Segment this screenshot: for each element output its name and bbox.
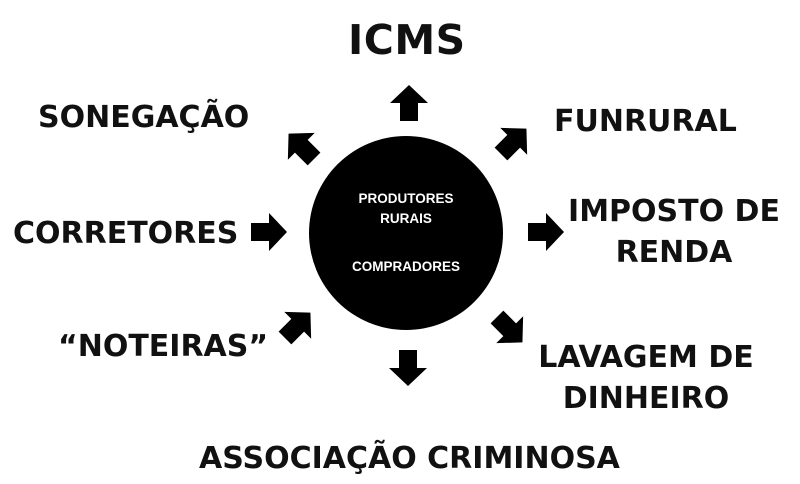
label-imposto-line2: RENDA xyxy=(615,235,733,270)
label-imposto-line1: IMPOSTO DE xyxy=(568,194,780,229)
arrow-from-corretores xyxy=(251,213,287,251)
label-sonegacao: SONEGAÇÃO xyxy=(38,100,250,135)
label-lavagem-de-dinheiro: LAVAGEM DE DINHEIRO xyxy=(531,340,761,416)
center-label-line3: COMPRADORES xyxy=(351,259,460,274)
label-noteiras: “NOTEIRAS” xyxy=(58,329,269,364)
center-label-line2: RURAIS xyxy=(380,211,432,226)
arrow-to-funrural xyxy=(487,115,540,168)
center-circle xyxy=(309,136,503,330)
arrow-to-lavagem xyxy=(483,303,536,356)
label-imposto-de-renda: IMPOSTO DE RENDA xyxy=(563,194,785,270)
arrow-up-icms xyxy=(390,85,428,121)
label-lavagem-line1: LAVAGEM DE xyxy=(538,340,754,375)
label-corretores: CORRETORES xyxy=(13,216,239,251)
label-lavagem-line2: DINHEIRO xyxy=(562,381,730,416)
arrow-down-associacao xyxy=(389,350,427,386)
arrow-to-sonegacao xyxy=(275,120,328,173)
label-icms: ICMS xyxy=(348,16,466,64)
center-label-line1: PRODUTORES xyxy=(358,191,454,206)
label-associacao-criminosa: ASSOCIAÇÃO CRIMINOSA xyxy=(199,441,620,476)
label-funrural: FUNRURAL xyxy=(554,104,737,139)
arrow-from-noteiras xyxy=(271,299,324,352)
arrow-to-imposto xyxy=(528,213,564,251)
